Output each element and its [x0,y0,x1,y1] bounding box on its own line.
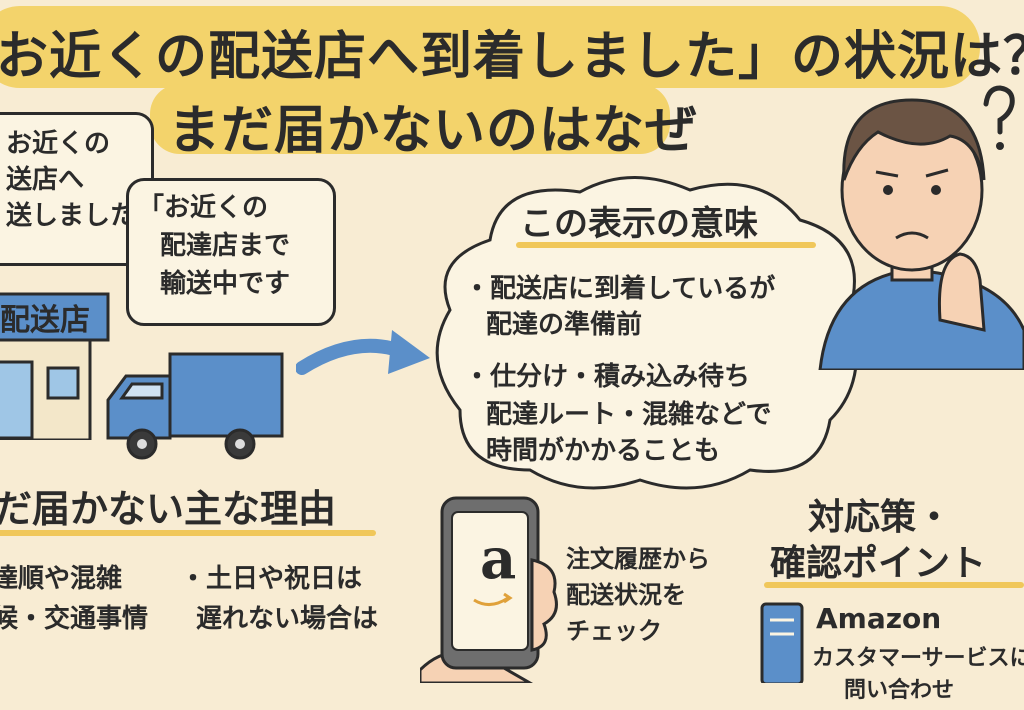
truck-icon [106,352,284,460]
question-mark-icon [983,85,1015,150]
bubble-left-line2: 送店へ [6,165,85,195]
meaning-cloud [435,176,859,490]
measures-support-line1: カスタマーサービスに [812,646,1024,671]
amazon-logo-icon: a [480,526,517,592]
phone-caption-line3: チェック [566,617,662,645]
meaning-heading: この表示の意味 [520,204,758,244]
arrow-icon [296,330,430,375]
bubble-right-line1: 「お近くの [138,193,269,223]
measures-underline [764,582,1024,588]
smartphone-icon [420,496,558,683]
meaning-bullet1-line1: ・配送店に到着しているが [464,274,776,304]
bubble-right-line2: 配達店まで [160,231,291,261]
measures-heading-line2: 確認ポイント [770,543,987,584]
reasons-underline [0,530,376,536]
phone-caption-line1: 注文履歴から [566,545,710,573]
bubble-right-line3: 輸送中です [160,269,291,299]
reasons-col1-line1: 達順や混雑 [0,564,123,594]
meaning-bullet2-line3: 時間がかかることも [486,436,721,466]
measures-heading-line1: 対応策・ [808,497,953,538]
phone-caption-line2: 配送状況を [566,581,686,609]
page-title: お近くの配送店へ到着しました」の状況は？ [0,27,1024,87]
document-icon [760,602,804,683]
reasons-col1-line2: 候・交通事情 [0,604,149,634]
reasons-col2-line2: 遅れない場合は [196,604,379,634]
confused-man-illustration [818,98,1024,370]
reasons-heading: だ届かない主な理由 [0,487,337,531]
meaning-bullet2-line2: 配達ルート・混雑などで [486,400,772,430]
meaning-bullet2-line1: ・仕分け・積み込み待ち [464,362,751,392]
subtitle-highlight [150,84,670,154]
store-icon [0,292,110,440]
measures-amazon: Amazon [816,602,942,635]
meaning-bullet1-line2: 配達の準備前 [486,310,643,340]
store-sign: 配送店 [0,303,90,338]
measures-support-line2: 問い合わせ [844,678,955,703]
speech-bubble-right [126,178,336,326]
bubble-left-line1: お近くの [6,129,111,159]
reasons-col2-line1: ・土日や祝日は [180,564,363,594]
page-subtitle: まだ届かないのはなぜ [168,101,699,161]
meaning-underline [516,242,816,248]
title-highlight [0,6,980,88]
